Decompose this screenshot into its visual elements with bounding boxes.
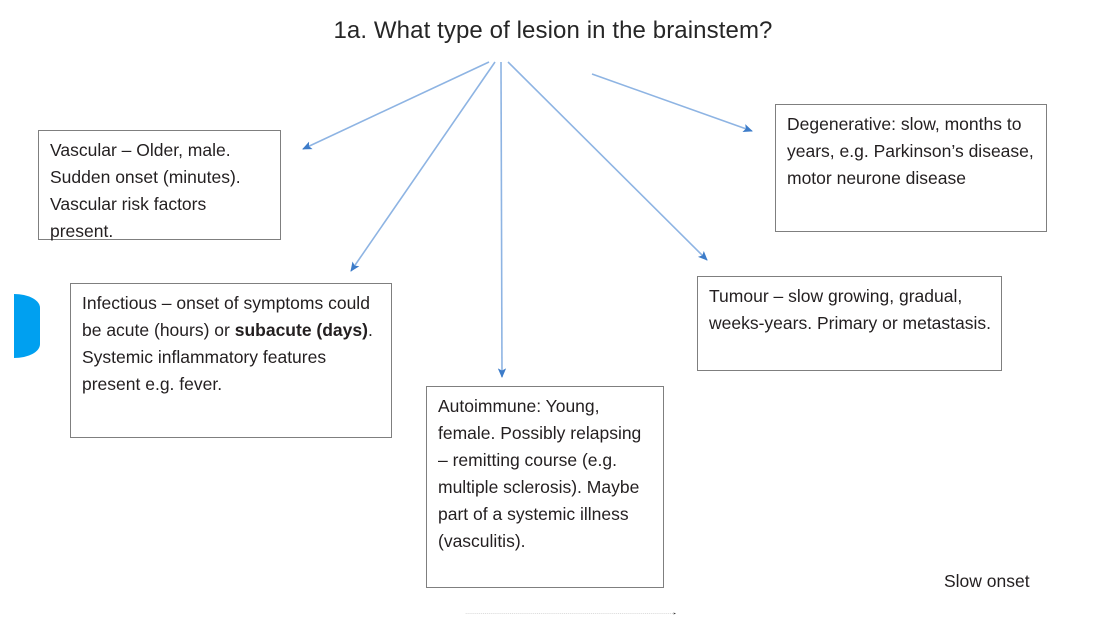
infectious-box: Infectious – onset of symptoms could be … bbox=[70, 283, 392, 438]
autoimmune-box: Autoimmune: Young, female. Possibly rela… bbox=[426, 386, 664, 588]
degenerative-box: Degenerative: slow, months to years, e.g… bbox=[775, 104, 1047, 232]
arrow-to-tumour bbox=[507, 61, 708, 261]
dashed-axis-arrow bbox=[465, 612, 677, 615]
arrow-to-degenerative bbox=[591, 73, 753, 133]
axis-label-slow-onset: Slow onset bbox=[944, 571, 1030, 591]
arrow-to-vascular bbox=[302, 61, 490, 150]
infectious-text-part2: . Systemic inflammatory features present… bbox=[82, 320, 373, 394]
arrow-to-autoimmune bbox=[497, 61, 507, 378]
tumour-box: Tumour – slow growing, gradual, weeks-ye… bbox=[697, 276, 1002, 371]
infectious-text-bold: subacute (days) bbox=[234, 320, 368, 340]
arrow-to-infectious bbox=[350, 61, 496, 272]
blue-crescent-shape bbox=[14, 294, 40, 358]
infectious-text-part1: Infectious – onset of symptoms could be … bbox=[82, 293, 370, 340]
page-title: 1a. What type of lesion in the brainstem… bbox=[333, 17, 773, 44]
vascular-box: Vascular – Older, male. Sudden onset (mi… bbox=[38, 130, 281, 241]
